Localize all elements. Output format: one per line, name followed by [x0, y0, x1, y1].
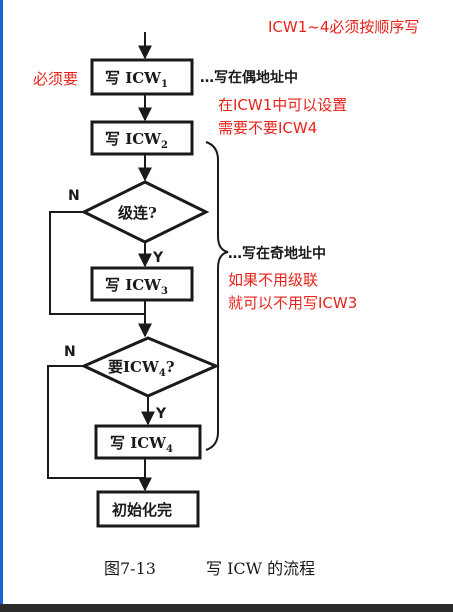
cascade-yes-label: Y: [152, 250, 164, 266]
write-icw3-box: [90, 266, 194, 302]
write-icw4-box: [94, 424, 202, 460]
cascade-no-label: N: [68, 188, 80, 204]
annotation-cascade-line2: 就可以不用写ICW3: [228, 294, 357, 312]
figure-number: 图7-13: [104, 559, 156, 578]
cascade-decision-label: 级连?: [118, 204, 157, 222]
even-address-note: …写在偶地址中: [200, 69, 298, 86]
write-icw2-box: [90, 120, 194, 156]
need-icw4-yes-label: Y: [155, 406, 167, 422]
need-icw4-decision-label: 要ICW4?: [108, 358, 175, 379]
need-icw4-no-path: [47, 365, 145, 479]
annotation-required: 必须要: [33, 70, 78, 88]
odd-address-note: …写在奇地址中: [228, 245, 326, 262]
cascade-no-path: [49, 211, 145, 315]
write-icw2-label: 写 ICW2: [105, 130, 168, 151]
init-done-label: 初始化完: [112, 501, 172, 519]
write-icw1-label: 写 ICW1: [105, 69, 168, 90]
write-icw4-label: 写 ICW4: [110, 434, 173, 455]
annotation-icw-order: ICW1~4必须按顺序写: [268, 18, 419, 36]
odd-address-brace: [205, 141, 229, 451]
figure-title: 写 ICW 的流程: [206, 559, 315, 578]
left-accent-bar: [0, 0, 3, 604]
write-icw1-box: [90, 58, 194, 96]
annotation-icw1-line2: 需要不要ICW4: [218, 119, 317, 137]
need-icw4-no-label: N: [64, 344, 76, 360]
init-done-box: [96, 490, 200, 528]
annotation-cascade-line1: 如果不用级联: [228, 271, 318, 289]
write-icw3-label: 写 ICW3: [105, 276, 168, 297]
bottom-bar: [0, 604, 453, 612]
annotation-icw1-line1: 在ICW1中可以设置: [218, 96, 347, 114]
